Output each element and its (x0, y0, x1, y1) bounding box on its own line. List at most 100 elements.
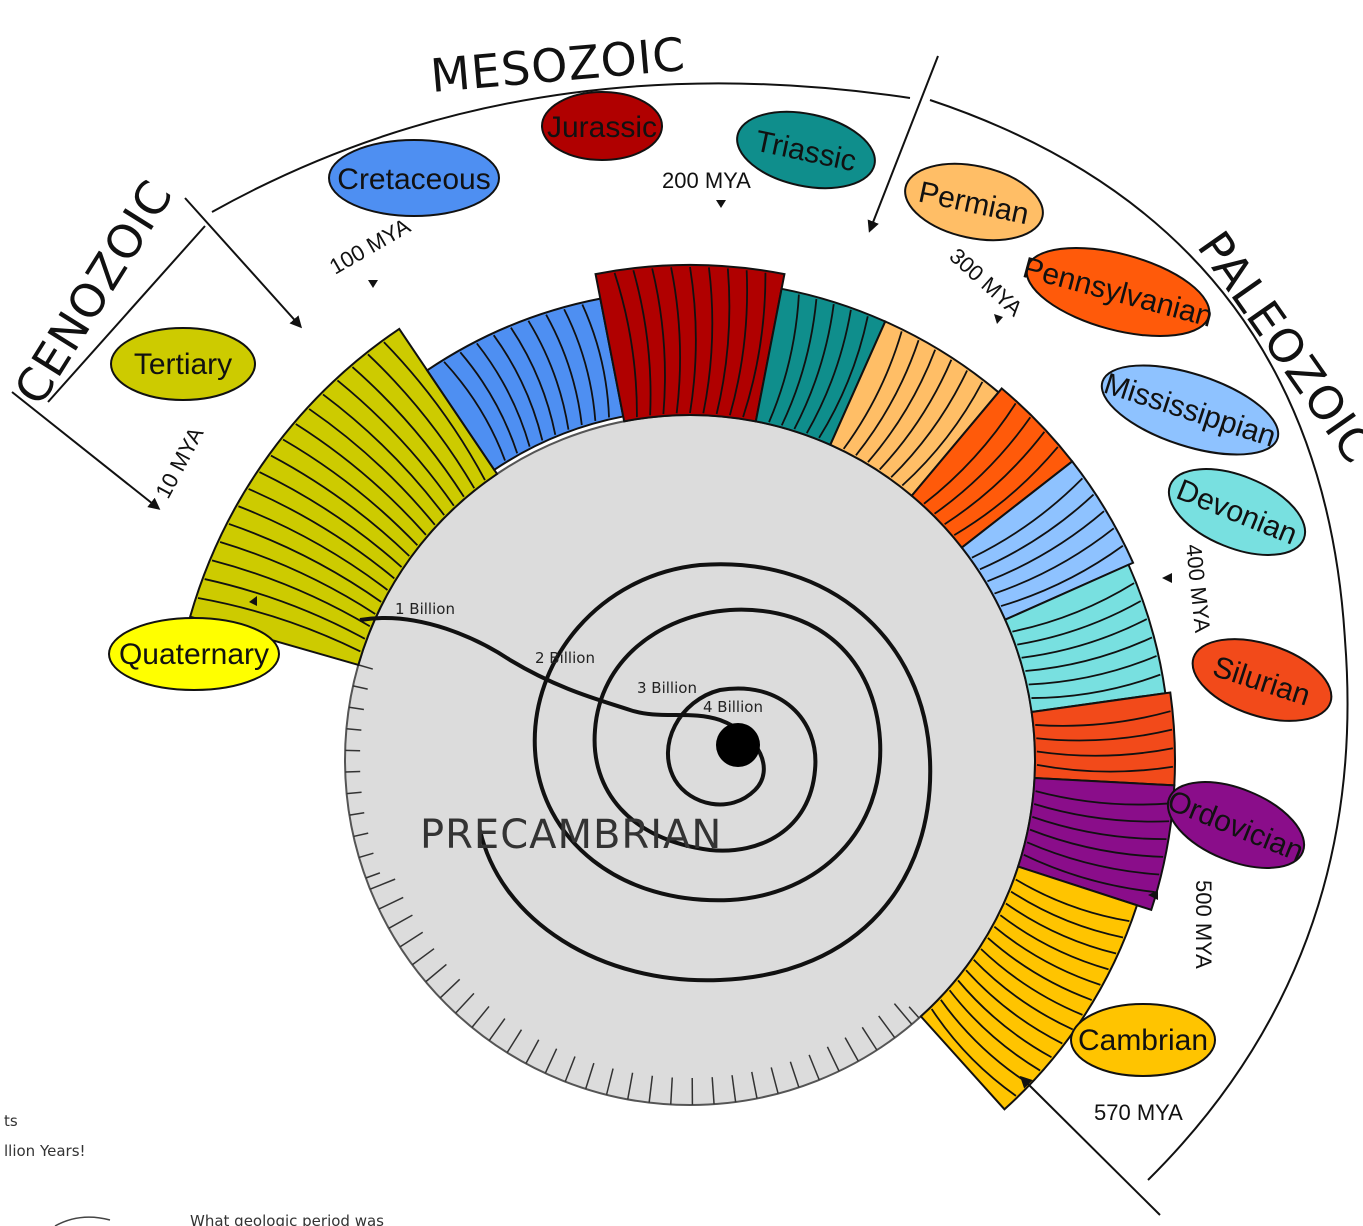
layer-line (510, 327, 557, 435)
layer-line (336, 379, 455, 507)
period-devonian: Devonian (1167, 468, 1307, 556)
rim-tick (789, 1061, 800, 1088)
rim-tick (564, 1056, 576, 1082)
layer-line (702, 267, 714, 414)
period-mississippian: Mississippian (1100, 364, 1280, 456)
paleozoic-start-arrow (867, 55, 939, 233)
layer-line (1017, 600, 1142, 646)
rim-tick (525, 1039, 540, 1064)
time-mark-10-mya: 10 MYA (150, 423, 208, 503)
layer-line (1029, 828, 1164, 858)
svg-text:Cambrian: Cambrian (1078, 1024, 1208, 1057)
rim-tick (626, 1072, 634, 1100)
rim-tick (369, 878, 396, 890)
layer-line (238, 505, 389, 591)
period-cambrian: Cambrian (1070, 1003, 1216, 1077)
layer-line (1000, 545, 1124, 607)
rim-tick (425, 963, 447, 983)
layer-line (818, 316, 869, 439)
layer-line (613, 272, 638, 418)
rim-tick (584, 1062, 595, 1090)
rim-tick (411, 948, 435, 966)
layer-line (1036, 728, 1173, 742)
time-mark-500-tick (1148, 890, 1158, 900)
time-mark-10-tick (249, 596, 257, 606)
rim-tick (808, 1054, 820, 1081)
time-mark-300-tick (994, 314, 1003, 324)
layer-line (805, 309, 852, 434)
svg-text:Tertiary: Tertiary (134, 348, 232, 381)
layer-line (259, 471, 403, 568)
layer-line (492, 334, 544, 441)
layer-line (443, 361, 506, 461)
time-mark-400-tick (1162, 573, 1172, 583)
page-text-fragment-1: ts (4, 1112, 18, 1130)
layer-line (248, 488, 395, 580)
time-mark-100-tick (368, 280, 378, 288)
period-triassic: Triassic (736, 110, 876, 190)
rim-tick (439, 978, 461, 999)
layer-line (1012, 582, 1135, 633)
layer-line (971, 477, 1084, 559)
layer-line (793, 304, 835, 430)
rim-tick (353, 832, 369, 838)
layer-line (295, 423, 427, 536)
rim-tick (826, 1046, 840, 1072)
layer-line (965, 969, 1063, 1045)
rim-tick (861, 1026, 878, 1051)
rim-tick (731, 1075, 737, 1103)
period-quaternary: Quaternary (108, 617, 280, 691)
layer-line (993, 926, 1101, 986)
rim-tick (346, 791, 362, 795)
rim-tick (878, 1015, 896, 1039)
spiral-mark-4-billion: 4 Billion (703, 698, 763, 716)
layer-line (563, 308, 597, 422)
layer-line (1032, 815, 1167, 841)
layer-line (957, 979, 1052, 1059)
layer-line (729, 270, 749, 416)
page-decor-curve (54, 1216, 111, 1226)
rim-tick (488, 1018, 506, 1041)
layer-line (211, 559, 371, 628)
layer-line (1036, 763, 1174, 773)
layer-line (228, 523, 382, 603)
layer-line (923, 402, 1017, 505)
rim-tick (605, 1068, 614, 1095)
layer-line (322, 393, 445, 516)
time-mark-570-mya: 570 MYA (1094, 1100, 1183, 1125)
layer-line (987, 937, 1093, 1001)
band-segment-jurassic (594, 264, 786, 423)
rim-tick (388, 914, 413, 929)
layer-line (476, 342, 531, 447)
time-mark-300-mya: 300 MYA (945, 243, 1028, 321)
layer-line (1033, 803, 1170, 823)
cenozoic-era-arc (47, 225, 206, 403)
layer-line (987, 510, 1105, 583)
layer-line (994, 527, 1115, 595)
layer-line (545, 314, 583, 426)
precambrian-ticks (345, 664, 920, 1105)
time-mark-200-mya: 200 MYA (662, 168, 751, 193)
layer-line (979, 493, 1095, 571)
rim-tick (669, 1077, 673, 1105)
layer-line (689, 266, 697, 414)
layer-line (842, 331, 903, 450)
layer-lines (197, 266, 1174, 1097)
rim-tick (751, 1071, 758, 1099)
layer-line (1036, 747, 1174, 757)
layer-line (973, 959, 1074, 1031)
layer-line (308, 408, 436, 526)
spiral-mark-3-billion: 3 Billion (637, 679, 697, 697)
rim-tick (455, 992, 475, 1014)
svg-text:Jurassic: Jurassic (547, 111, 657, 144)
page-question-fragment: What geologic period was (190, 1212, 384, 1226)
rim-tick (345, 770, 361, 773)
rim-tick (544, 1048, 558, 1074)
rim-tick (346, 727, 362, 731)
layer-line (1005, 902, 1117, 955)
layer-line (768, 294, 800, 423)
layer-line (1035, 710, 1171, 727)
layer-line (944, 431, 1046, 525)
rim-tick (908, 1006, 920, 1019)
